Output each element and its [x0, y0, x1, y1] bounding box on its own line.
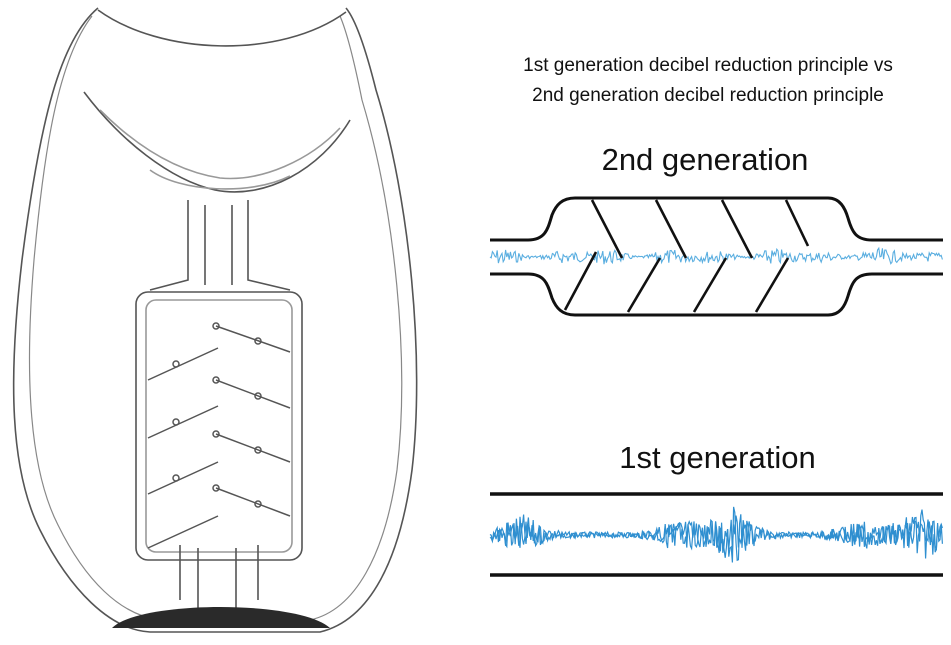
gen2-sound-wave	[489, 246, 943, 265]
baffle-pin	[172, 360, 180, 368]
device-baffles	[147, 322, 291, 549]
heading-line-1: 1st generation decibel reduction princip…	[523, 55, 893, 76]
baffle-pin	[254, 446, 262, 454]
gen2-baffle-bottom	[563, 251, 598, 311]
baffle-pin	[172, 418, 180, 426]
baffle-pin	[212, 376, 220, 384]
baffle-pin	[254, 500, 262, 508]
device-opening-rim	[97, 9, 347, 47]
device-opening-edge	[149, 169, 291, 190]
gen2-baffle-bottom	[754, 257, 790, 313]
gen1-label: 1st generation	[619, 440, 816, 475]
baffle-pin	[254, 337, 262, 345]
baffle-right-1	[215, 325, 291, 353]
gen2-baffle-top	[784, 199, 810, 247]
device-outer-shell	[12, 7, 418, 633]
device-chamber	[135, 291, 303, 561]
device-opening-inner	[99, 109, 341, 180]
gen2-label: 2nd generation	[601, 142, 809, 177]
baffle-left-1	[147, 347, 219, 381]
gen2-muffler-outline-bottom	[490, 272, 943, 317]
baffle-left-2	[147, 405, 219, 439]
device-base	[112, 607, 330, 628]
gen2-baffle-bottom	[626, 257, 662, 313]
baffle-right-4	[215, 487, 291, 517]
gen1-sound-wave	[489, 506, 943, 563]
baffle-left-4	[147, 515, 219, 549]
gen2-baffle-top	[654, 199, 688, 259]
baffle-pin	[212, 484, 220, 492]
gen2-baffle-top	[590, 199, 624, 259]
device-illustration	[12, 7, 418, 633]
baffle-right-2	[215, 379, 291, 409]
gen2-muffler-outline	[490, 196, 943, 242]
device-opening-lip	[83, 91, 351, 193]
device-inner-shell	[28, 15, 403, 621]
baffle-left-3	[147, 461, 219, 495]
gen1-pipe-diagram	[490, 492, 943, 577]
heading-line-2: 2nd generation decibel reduction princip…	[532, 85, 884, 106]
sound-wave-trace	[489, 246, 943, 265]
baffle-pin	[254, 392, 262, 400]
gen2-baffles	[563, 199, 810, 313]
gen2-baffle-top	[720, 199, 754, 259]
gen2-baffle-bottom	[692, 257, 728, 313]
baffle-pin	[172, 474, 180, 482]
baffle-pin	[212, 322, 220, 330]
device-chamber-inner	[145, 299, 293, 553]
device-neck-channel	[149, 200, 291, 291]
gen2-muffler-diagram	[490, 196, 943, 317]
baffle-right-3	[215, 433, 291, 463]
sound-wave-trace	[489, 506, 943, 563]
sound-wave-trace	[489, 515, 943, 554]
baffle-pin	[212, 430, 220, 438]
device-bottom-connector	[179, 545, 259, 610]
